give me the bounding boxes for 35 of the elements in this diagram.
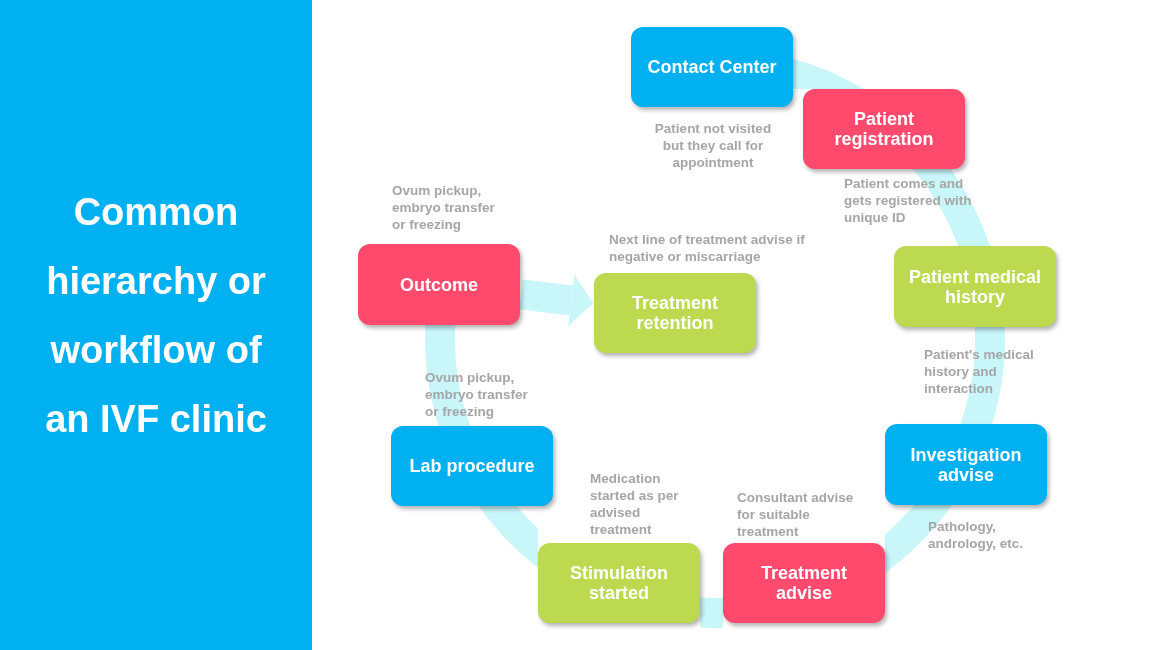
step-note: Patient comes and gets registered with unique ID <box>844 175 973 226</box>
step-label: Patient registration <box>833 109 935 149</box>
flow-band <box>425 325 471 426</box>
process-box <box>391 426 553 506</box>
process-box <box>885 424 1047 505</box>
flow-band <box>885 505 953 573</box>
process-box <box>723 543 885 623</box>
process-box <box>594 273 756 353</box>
step-note: Ovum pickup, embryo transfer or freezing <box>425 369 529 420</box>
step-note: Medication started as per advised treatment <box>590 470 680 538</box>
step-label: Treatment advise <box>760 563 848 603</box>
step-note: Patient not visited but they call for appointment <box>653 120 773 171</box>
flow-band <box>478 506 538 568</box>
process-box <box>803 89 965 169</box>
step-label: Lab procedure <box>409 456 535 476</box>
flow-band <box>960 327 1005 424</box>
step-label: Stimulation started <box>569 563 669 603</box>
step-label: Contact Center <box>647 57 777 77</box>
process-box <box>358 244 520 325</box>
step-note: Next line of treatment advise if negative or miscarriage <box>609 231 806 265</box>
process-box <box>631 27 793 107</box>
step-note: Patient's medical history and interaction <box>924 346 1035 397</box>
step-label: Outcome <box>400 274 478 295</box>
step-note: Pathology, andrology, etc. <box>928 518 1024 552</box>
step-label: Patient medical history <box>907 266 1042 307</box>
process-box <box>894 246 1056 327</box>
process-box <box>538 543 700 623</box>
flow-band <box>912 169 990 246</box>
step-note: Consultant advise for suitable treatment <box>737 489 855 540</box>
step-note: Ovum pickup, embryo transfer or freezing <box>392 182 496 233</box>
flow-arrow <box>519 274 594 327</box>
step-label: Investigation advise <box>909 444 1023 485</box>
step-label: Treatment retention <box>631 293 719 333</box>
title: Common hierarchy or workflow of an IVF clinic <box>44 190 268 442</box>
flow-band <box>700 597 723 628</box>
